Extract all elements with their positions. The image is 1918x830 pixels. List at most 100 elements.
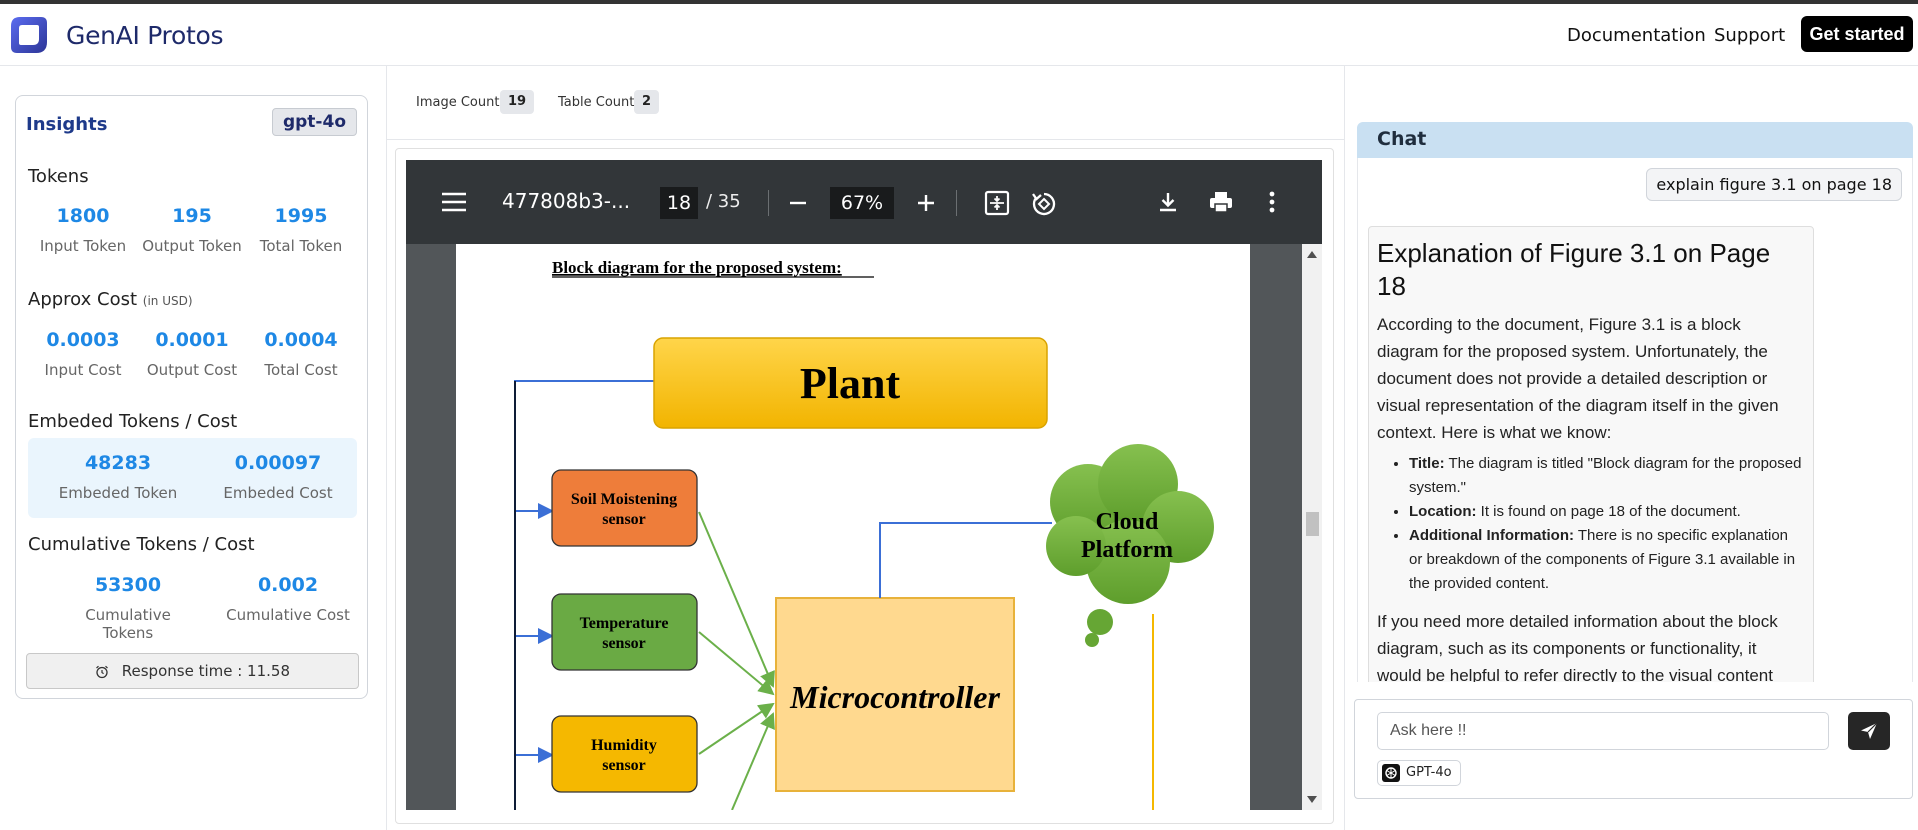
soil-sensor-line2: sensor [602, 511, 646, 528]
assistant-message-list: Title: The diagram is titled "Block diag… [1409, 452, 1805, 596]
toolbar-separator [956, 190, 957, 216]
nav-documentation-link[interactable]: Documentation [1567, 25, 1706, 46]
column-divider-left [386, 66, 387, 830]
bullet-label: Additional Information: [1409, 527, 1574, 544]
insights-panel: Insights gpt-4o Tokens 1800 Input Token … [15, 95, 368, 699]
pdf-toolbar: 477808b3-... 18 / 35 67% [406, 160, 1322, 244]
embed-section-title: Embeded Tokens / Cost [28, 411, 238, 432]
cumulative-cost-label: Cumulative Cost [226, 606, 350, 624]
assistant-message: Explanation of Figure 3.1 on Page 18 Acc… [1368, 226, 1814, 682]
total-cost-value: 0.0004 [264, 329, 338, 351]
input-token-stat: 1800 Input Token [28, 205, 138, 255]
embed-cost-value: 0.00097 [234, 452, 322, 474]
pdf-scrollbar[interactable] [1302, 244, 1322, 810]
embed-stats-box: 48283 Embeded Token 0.00097 Embeded Cost [28, 438, 357, 518]
pdf-page-18: Block diagram for the proposed system: P… [456, 244, 1250, 810]
list-item: Title: The diagram is titled "Block diag… [1409, 452, 1805, 500]
total-cost-stat: 0.0004 Total Cost [246, 329, 356, 379]
column-divider-right [1344, 66, 1345, 830]
embed-cost-label: Embeded Cost [223, 484, 333, 502]
soil-sensor-block [551, 469, 698, 547]
temperature-sensor-block [551, 593, 698, 671]
table-count-label: Table Count: [558, 95, 639, 110]
page-number-input[interactable]: 18 [660, 187, 698, 219]
embed-cost-stat: 0.00097 Embeded Cost [218, 452, 338, 502]
cumulative-section-title: Cumulative Tokens / Cost [28, 534, 255, 555]
print-icon[interactable] [1208, 189, 1234, 215]
rotate-icon[interactable] [1030, 190, 1058, 218]
list-item: Location: It is found on page 18 of the … [1409, 500, 1805, 524]
zoom-level[interactable]: 67% [830, 187, 894, 219]
scroll-down-arrow-icon[interactable] [1307, 796, 1317, 803]
brand-logo-icon[interactable] [8, 14, 50, 56]
send-button[interactable] [1848, 712, 1890, 750]
image-count-value: 19 [500, 90, 535, 114]
plant-block [653, 337, 1048, 429]
assistant-message-intro: According to the document, Figure 3.1 is… [1377, 315, 1779, 442]
document-name: 477808b3-... [502, 189, 631, 213]
cost-unit: (in USD) [142, 294, 193, 308]
document-counts-bar: Image Count: 19 Table Count: 2 [386, 66, 1344, 140]
input-cost-label: Input Cost [44, 361, 122, 379]
send-icon [1861, 722, 1878, 739]
embed-token-stat: 48283 Embeded Token [58, 452, 178, 502]
response-time-bar: Response time : 11.58 [26, 653, 359, 689]
fit-page-icon[interactable] [984, 190, 1010, 216]
image-count-label: Image Count: [416, 95, 504, 110]
cloud-line2: Platform [1081, 537, 1173, 563]
total-token-stat: 1995 Total Token [246, 205, 356, 255]
input-token-label: Input Token [39, 237, 127, 255]
bullet-text: The diagram is titled "Block diagram for… [1409, 455, 1802, 496]
download-icon[interactable] [1156, 190, 1180, 214]
list-item: Additional Information: There is no spec… [1409, 524, 1805, 596]
cumulative-tokens-value: 53300 [94, 574, 162, 596]
chat-input[interactable] [1377, 712, 1829, 750]
block-diagram: Block diagram for the proposed system: P… [514, 258, 1214, 810]
cost-title-text: Approx Cost [28, 289, 138, 310]
microcontroller-label: Microcontroller [789, 679, 1000, 715]
soil-sensor-line1: Soil Moistening [571, 491, 677, 508]
get-started-button[interactable]: Get started [1801, 16, 1913, 52]
openai-icon [1382, 763, 1400, 782]
brand-name: GenAI Protos [66, 21, 224, 50]
cumulative-tokens-label: Cumulative Tokens [85, 606, 171, 642]
more-options-icon[interactable] [1268, 190, 1276, 214]
model-chip-label: GPT-4o [1406, 765, 1452, 780]
input-cost-stat: 0.0003 Input Cost [28, 329, 138, 379]
scroll-up-arrow-icon[interactable] [1307, 251, 1317, 258]
output-token-stat: 195 Output Token [137, 205, 247, 255]
diagram-heading: Block diagram for the proposed system: [552, 258, 842, 277]
response-time-text: Response time : 11.58 [121, 662, 290, 680]
scroll-thumb[interactable] [1306, 512, 1319, 536]
embed-token-value: 48283 [84, 452, 152, 474]
temperature-sensor-line1: Temperature [580, 615, 669, 632]
alarm-clock-icon [96, 665, 108, 678]
input-token-value: 1800 [56, 205, 110, 227]
total-token-label: Total Token [259, 237, 343, 255]
humidity-sensor-block [551, 715, 698, 793]
bullet-text: There is no specific explanation or brea… [1409, 527, 1796, 592]
cloud-platform-shape [1046, 444, 1214, 647]
page-total: / 35 [706, 191, 741, 212]
cost-section-title: Approx Cost (in USD) [28, 289, 193, 310]
zoom-in-icon[interactable] [916, 193, 936, 213]
tokens-section-title: Tokens [28, 166, 89, 187]
app-header: GenAI Protos Documentation Support Get s… [0, 4, 1918, 66]
menu-icon[interactable] [441, 191, 467, 213]
user-message: explain figure 3.1 on page 18 [1646, 168, 1902, 201]
chat-messages: explain figure 3.1 on page 18 Explanatio… [1357, 158, 1913, 682]
pdf-viewer: 477808b3-... 18 / 35 67% [406, 160, 1322, 810]
cumulative-tokens-stat: 53300 Cumulative Tokens [58, 574, 198, 642]
assistant-message-outro: If you need more detailed information ab… [1377, 612, 1778, 682]
bullet-label: Title: [1409, 455, 1445, 472]
model-selector-chip[interactable]: GPT-4o [1377, 760, 1461, 786]
chat-header: Chat [1357, 122, 1913, 158]
total-cost-label: Total Cost [264, 361, 338, 379]
input-cost-value: 0.0003 [46, 329, 120, 351]
cumulative-cost-stat: 0.002 Cumulative Cost [218, 574, 358, 624]
toolbar-separator [768, 190, 769, 216]
zoom-out-icon[interactable] [788, 193, 808, 213]
total-token-value: 1995 [274, 205, 328, 227]
nav-support-link[interactable]: Support [1714, 25, 1786, 46]
model-badge: gpt-4o [271, 108, 357, 136]
